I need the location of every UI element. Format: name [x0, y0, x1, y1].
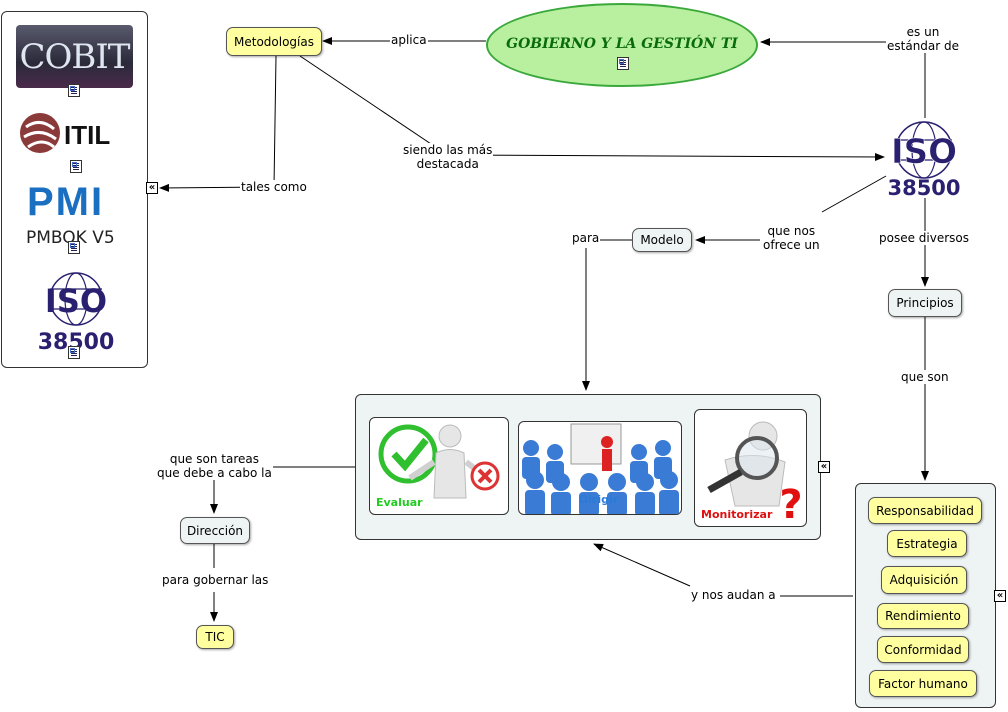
phrase-que-nos-ofrece[interactable]: que nos ofrece un [762, 224, 821, 252]
dirigir-figure-icon [522, 423, 679, 514]
evaluar-card[interactable]: Evaluar [369, 417, 509, 515]
principle-conformidad[interactable]: Conformidad [877, 636, 969, 663]
link-tales-a [273, 55, 277, 188]
phrase-siendo-destacada[interactable]: siendo las más destacada [402, 143, 494, 171]
dirigir-label: Dirigir [579, 493, 619, 506]
note-icon[interactable] [617, 57, 629, 70]
link-siendo-b [439, 152, 885, 161]
dirigir-card[interactable]: Dirigir [518, 421, 682, 515]
phrase-tales-como[interactable]: tales como [240, 180, 308, 194]
iso-small-label: ISO [45, 282, 107, 320]
link-siendo-a [299, 55, 441, 151]
root-title: GOBIERNO Y LA GESTIÓN TI [506, 36, 738, 52]
phrase-aplica[interactable]: aplica [390, 33, 428, 47]
evaluar-label: Evaluar [376, 496, 423, 509]
phrase-y-nos-audan[interactable]: y nos audan a [690, 588, 777, 602]
note-icon[interactable] [68, 346, 80, 359]
concept-tic[interactable]: TIC [196, 625, 234, 649]
iso-node-number: 38500 [887, 176, 960, 200]
concept-principios[interactable]: Principios [888, 289, 962, 317]
tasks-panel[interactable]: Evaluar Dirigir [355, 394, 821, 540]
pmbok-logo-text: PMBOK V5 [26, 228, 115, 248]
principle-adquisicion[interactable]: Adquisición [881, 566, 967, 594]
concept-metodologias[interactable]: Metodologías [226, 27, 322, 56]
root-concept[interactable]: GOBIERNO Y LA GESTIÓN TI [486, 3, 758, 87]
principles-panel[interactable]: Responsabilidad Estrategia Adquisición R… [855, 483, 996, 708]
phrase-para[interactable]: para [571, 231, 601, 245]
principle-factor-humano[interactable]: Factor humano [869, 670, 977, 697]
collapse-icon[interactable]: « [146, 182, 158, 194]
iso-38500-node[interactable]: ISO 38500 [884, 118, 964, 200]
note-icon[interactable] [70, 160, 82, 173]
note-icon[interactable] [68, 241, 80, 254]
iso-logo-icon: ISO 38500 [887, 121, 961, 200]
itil-swirl-icon [20, 113, 60, 153]
methodology-logos-panel[interactable]: COBIT ITIL PMI PMBOK V5 ISO 38500 [1, 11, 148, 368]
itil-logo-text: ITIL [64, 120, 111, 150]
concept-direccion[interactable]: Dirección [180, 517, 250, 544]
iso-small-number: 38500 [38, 330, 115, 353]
cobit-logo: COBIT [16, 25, 133, 88]
monitorizar-label: Monitorizar [701, 508, 773, 521]
phrase-es-un-estandar[interactable]: es un estándar de [886, 25, 961, 53]
pmi-logo-text: PMI [27, 180, 105, 224]
iso-node-label: ISO [891, 132, 957, 172]
phrase-posee-diversos[interactable]: posee diversos [878, 231, 971, 245]
monitorizar-card[interactable]: ? Monitorizar [694, 409, 807, 527]
evaluar-figure-icon [378, 424, 500, 499]
cobit-logo-text: COBIT [19, 37, 131, 77]
iso-small-logo-icon: ISO 38500 [38, 272, 115, 353]
phrase-que-son[interactable]: que son [900, 370, 950, 384]
phrase-para-gobernar[interactable]: para gobernar las [161, 573, 270, 587]
note-icon[interactable] [68, 84, 80, 97]
link-que-nos-a [821, 175, 887, 213]
principle-rendimiento[interactable]: Rendimiento [877, 603, 969, 629]
collapse-icon[interactable]: « [994, 590, 1006, 602]
monitorizar-figure-icon: ? [707, 421, 803, 527]
principle-estrategia[interactable]: Estrategia [887, 530, 967, 557]
phrase-que-son-tareas[interactable]: que son tareas que debe a cabo la [156, 452, 273, 480]
link-nos-audan [593, 543, 691, 587]
principle-responsabilidad[interactable]: Responsabilidad [868, 497, 982, 524]
svg-text:?: ? [779, 482, 802, 527]
concept-modelo[interactable]: Modelo [632, 228, 692, 252]
collapse-icon[interactable]: « [818, 461, 830, 473]
